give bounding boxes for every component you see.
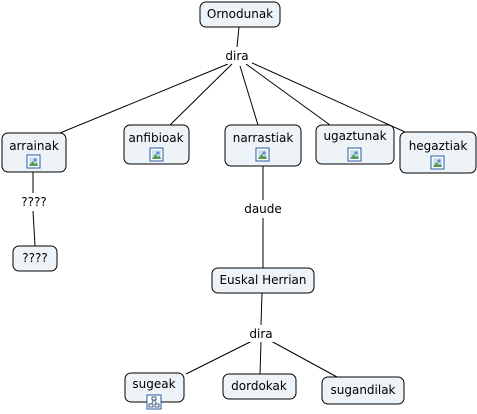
link-dira-sugeak [185, 340, 253, 375]
link-euskalherrian-dira [260, 292, 263, 326]
image-icon[interactable] [26, 154, 41, 169]
connections [32, 26, 406, 378]
node-sugandilak[interactable]: sugandilak [321, 376, 405, 405]
node-arrainak[interactable]: arrainak [1, 132, 67, 173]
phrase-dira-bottom: dira [246, 326, 276, 342]
node-ugaztunak-label: ugaztunak [323, 129, 386, 143]
node-euskal-herrian-label: Euskal Herrian [219, 273, 306, 287]
image-icon[interactable] [255, 147, 270, 162]
phrase-unknown-label: ???? [21, 195, 46, 209]
phrase-dira-top-label: dira [225, 49, 248, 63]
image-icon[interactable] [430, 155, 445, 170]
node-euskal-herrian[interactable]: Euskal Herrian [211, 267, 315, 294]
node-dordokak-label: dordokak [231, 379, 287, 393]
link-dira-sugandilak [270, 340, 338, 378]
phrase-dira-bottom-label: dira [249, 327, 272, 341]
link-dira-anfibioak [169, 63, 233, 126]
node-narrastiak-label: narrastiak [233, 131, 294, 145]
phrase-daude-label: daude [244, 202, 282, 216]
link-ornodunak-dira [236, 26, 240, 48]
link-dira-hegaztiak [249, 61, 406, 133]
link-unknown-unknownnode [32, 210, 36, 247]
phrase-daude: daude [241, 201, 285, 217]
node-sugeak[interactable]: sugeak [124, 372, 185, 410]
node-dordokak[interactable]: dordokak [222, 373, 297, 400]
phrase-dira-top: dira [222, 48, 252, 64]
link-dira-arrainak [59, 63, 229, 134]
node-narrastiak[interactable]: narrastiak [224, 124, 302, 167]
node-ornodunak-label: Ornodunak [207, 7, 273, 21]
concept-map-icon[interactable] [146, 394, 162, 410]
node-hegaztiak[interactable]: hegaztiak [399, 131, 477, 174]
node-sugeak-label: sugeak [132, 377, 175, 391]
node-anfibioak-label: anfibioak [128, 131, 183, 145]
phrase-unknown: ???? [18, 194, 50, 210]
node-unknown-label: ???? [22, 251, 47, 265]
link-dira-dordokak [259, 341, 262, 375]
node-sugandilak-label: sugandilak [330, 383, 395, 397]
node-anfibioak[interactable]: anfibioak [123, 124, 190, 165]
node-ugaztunak[interactable]: ugaztunak [315, 124, 395, 165]
node-hegaztiak-label: hegaztiak [409, 139, 468, 153]
node-unknown[interactable]: ???? [12, 245, 58, 272]
image-icon[interactable] [149, 147, 164, 162]
link-dira-narrastiak [239, 65, 259, 126]
link-dira-ugaztunak [245, 63, 331, 126]
image-icon[interactable] [347, 147, 362, 162]
node-arrainak-label: arrainak [9, 139, 59, 153]
node-ornodunak[interactable]: Ornodunak [199, 1, 281, 28]
